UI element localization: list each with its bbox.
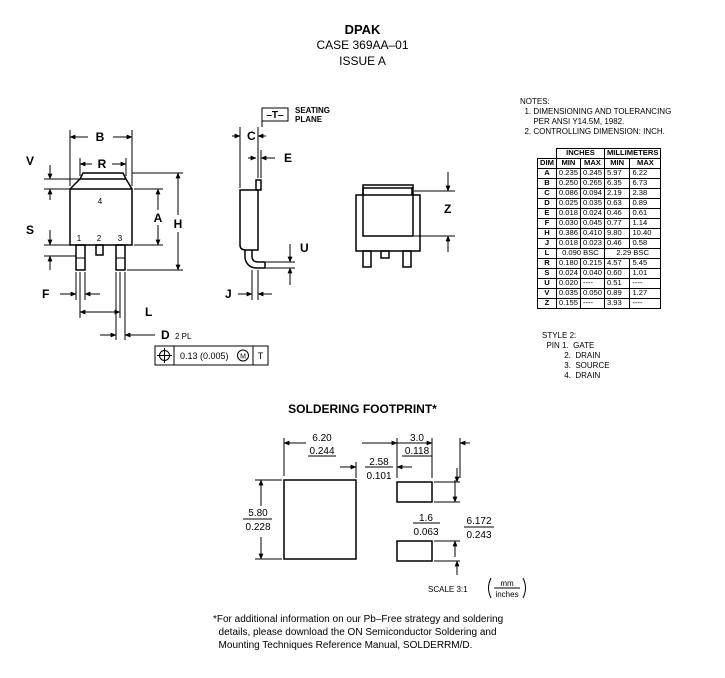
issue-label: ISSUE A [339, 54, 386, 68]
notes-line: 2. CONTROLLING DIMENSION: INCH. [520, 127, 665, 136]
style-line: 4. DRAIN [542, 371, 601, 380]
footprint-small-pad-top [396, 481, 433, 503]
front-view [44, 130, 269, 366]
bottom-lead-right [402, 250, 412, 268]
side-body [239, 189, 259, 251]
dim-label-j: J [225, 287, 232, 301]
seating-datum: –T– [266, 110, 284, 121]
dim-label-d: D [161, 328, 170, 342]
fp-dim-6172: 6.172 [466, 516, 491, 527]
pin-label-1: 1 [77, 234, 82, 243]
dim-label-c: C [247, 129, 256, 143]
dim-label-s: S [26, 223, 34, 237]
notes-line: PER ANSI Y14.5M, 1982. [520, 117, 625, 126]
fp-dim-258: 2.58 [369, 457, 389, 468]
bottom-view [355, 172, 455, 268]
footnote-line: *For additional information on our Pb–Fr… [213, 614, 504, 625]
dim-label-h: H [174, 217, 183, 231]
fp-dim-0101: 0.101 [366, 471, 391, 482]
side-lead [244, 250, 266, 269]
dim-label-e: E [284, 151, 292, 165]
footnote-line: details, please download the ON Semicond… [213, 627, 497, 638]
style-line: 3. SOURCE [542, 361, 610, 370]
bottom-body [355, 194, 421, 252]
footnote: *For additional information on our Pb–Fr… [213, 613, 503, 652]
seating-label-2: PLANE [295, 115, 323, 124]
package-title: DPAK [344, 22, 381, 37]
fp-dim-580: 5.80 [248, 508, 268, 519]
mmc-modifier-icon [237, 349, 249, 362]
fp-dim-0243: 0.243 [466, 530, 491, 541]
fp-dim-0244: 0.244 [309, 446, 334, 457]
fp-dim-0063: 0.063 [413, 527, 438, 538]
fp-dim-16: 1.6 [419, 513, 433, 524]
bottom-pad [362, 184, 414, 237]
d-suffix: 2 PL [175, 332, 192, 341]
dimension-table: INCHES MILLIMETERS DIM MIN MAX MIN MAX A… [537, 148, 662, 309]
case-number: CASE 369AA–01 [316, 38, 409, 52]
footprint-drawing [243, 438, 526, 599]
fp-dim-0118: 0.118 [405, 446, 430, 457]
dim-label-f: F [42, 287, 49, 301]
fp-dim-620: 6.20 [312, 433, 332, 444]
footnote-line: Mounting Techniques Reference Manual, SO… [213, 640, 473, 651]
tolerance-value: 0.13 (0.005) [180, 351, 229, 361]
table-header-row: DIM MIN MAX MIN MAX [537, 158, 662, 169]
scale-label: SCALE 3:1 [428, 585, 468, 594]
unit-top: mm [500, 579, 514, 588]
pin-label-4: 4 [98, 197, 103, 206]
value-cell: ---- [629, 298, 662, 309]
style-line: 2. DRAIN [542, 351, 601, 360]
style-line: PIN 1. GATE [542, 341, 595, 350]
notes-heading: NOTES: [520, 97, 550, 106]
dim-label-v: V [26, 154, 34, 168]
notes-line: 1. DIMENSIONING AND TOLERANCING [520, 107, 672, 116]
dim-label-b: B [96, 130, 105, 144]
tolerance-frame [154, 345, 269, 366]
front-tab [79, 172, 127, 180]
soldering-footprint-title: SOLDERING FOOTPRINT* [288, 402, 437, 416]
unit-bottom: inches [495, 590, 518, 599]
bottom-lead-left [362, 250, 372, 268]
dim-label-l: L [145, 305, 152, 319]
dim-label-z: Z [444, 202, 451, 216]
footprint-small-pad-bottom [396, 540, 433, 562]
fp-dim-0228: 0.228 [245, 522, 270, 533]
pin-label-3: 3 [118, 234, 123, 243]
lead-2 [95, 244, 104, 256]
seating-datum-box [261, 107, 289, 122]
tolerance-datum: T [258, 351, 264, 361]
dim-label-u: U [300, 241, 309, 255]
value-cell: ---- [579, 298, 605, 309]
tolerance-modifier: M [240, 354, 246, 361]
style-block: STYLE 2: PIN 1. GATE 2. DRAIN 3. SOURCE … [542, 331, 610, 381]
side-tab [255, 179, 262, 191]
style-line: STYLE 2: [542, 331, 577, 340]
dim-label-a: A [154, 211, 163, 225]
dim-label-r: R [98, 157, 107, 171]
pin-label-2: 2 [97, 234, 102, 243]
notes-block: NOTES: 1. DIMENSIONING AND TOLERANCING P… [520, 97, 671, 137]
fp-dim-30: 3.0 [410, 433, 424, 444]
footprint-large-pad [283, 479, 357, 560]
seating-label-1: SEATING [295, 106, 330, 115]
side-view [232, 112, 295, 300]
